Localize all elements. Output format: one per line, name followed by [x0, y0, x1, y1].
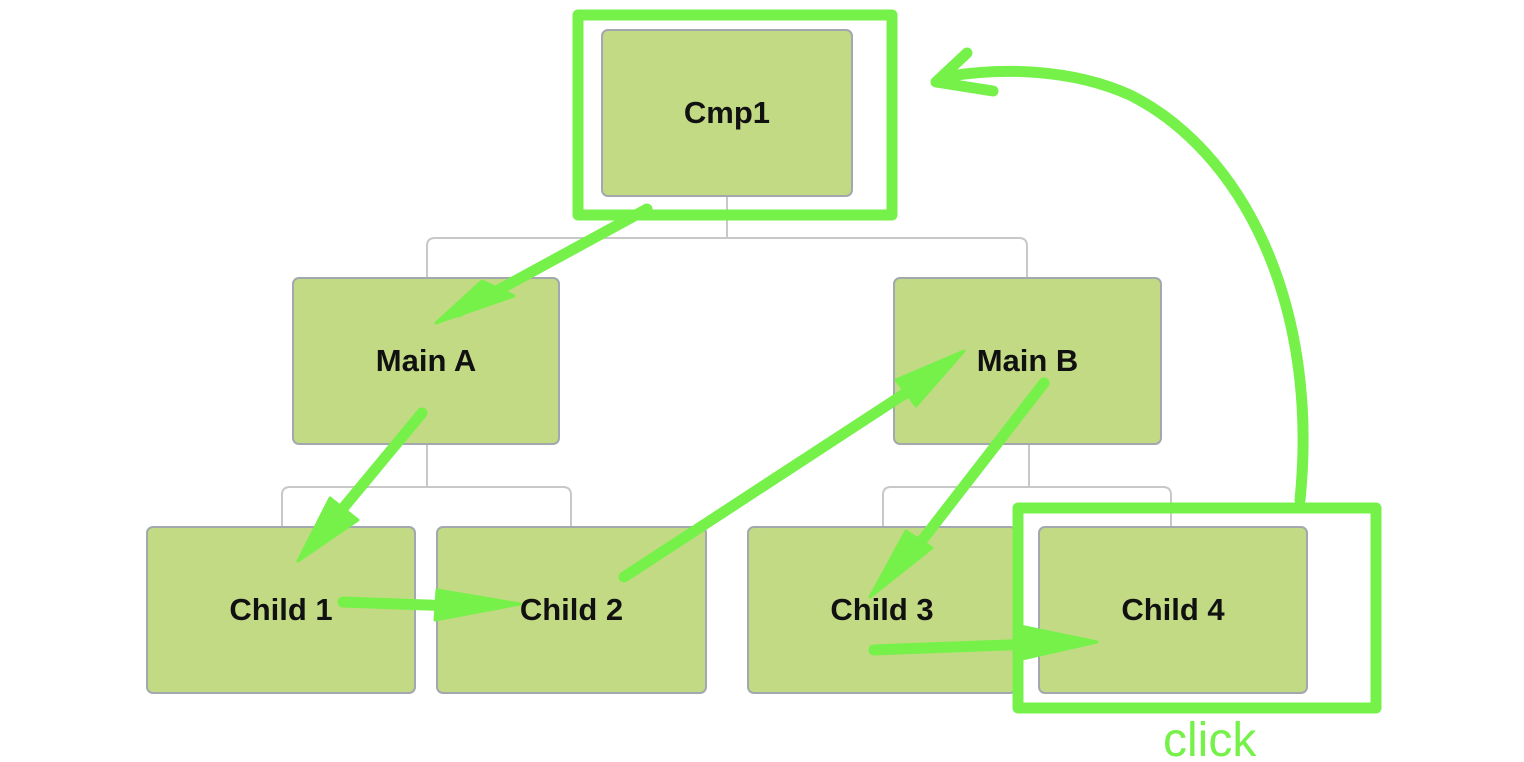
node-label-main-a: Main A — [375, 343, 477, 378]
click-annotation-text: click — [1163, 714, 1257, 762]
connector-cmp1-to-mains — [426, 197, 1028, 277]
node-label-child-4: Child 4 — [1121, 592, 1225, 627]
node-main-a[interactable]: Main A — [292, 277, 560, 445]
node-label-cmp1: Cmp1 — [683, 95, 771, 130]
node-main-b[interactable]: Main B — [893, 277, 1162, 445]
node-child-4[interactable]: Child 4 — [1038, 526, 1308, 694]
node-label-child-2: Child 2 — [519, 592, 624, 627]
node-label-main-b: Main B — [976, 343, 1079, 378]
node-label-child-1: Child 1 — [229, 592, 333, 627]
node-cmp1[interactable]: Cmp1 — [601, 29, 853, 197]
connector-maina-to-children — [281, 445, 572, 526]
arrowhead-cmp1-return — [930, 47, 999, 97]
node-child-2[interactable]: Child 2 — [436, 526, 707, 694]
connector-mainb-to-children — [882, 445, 1172, 526]
node-child-1[interactable]: Child 1 — [146, 526, 416, 694]
node-label-child-3: Child 3 — [830, 592, 934, 627]
node-child-3[interactable]: Child 3 — [747, 526, 1017, 694]
